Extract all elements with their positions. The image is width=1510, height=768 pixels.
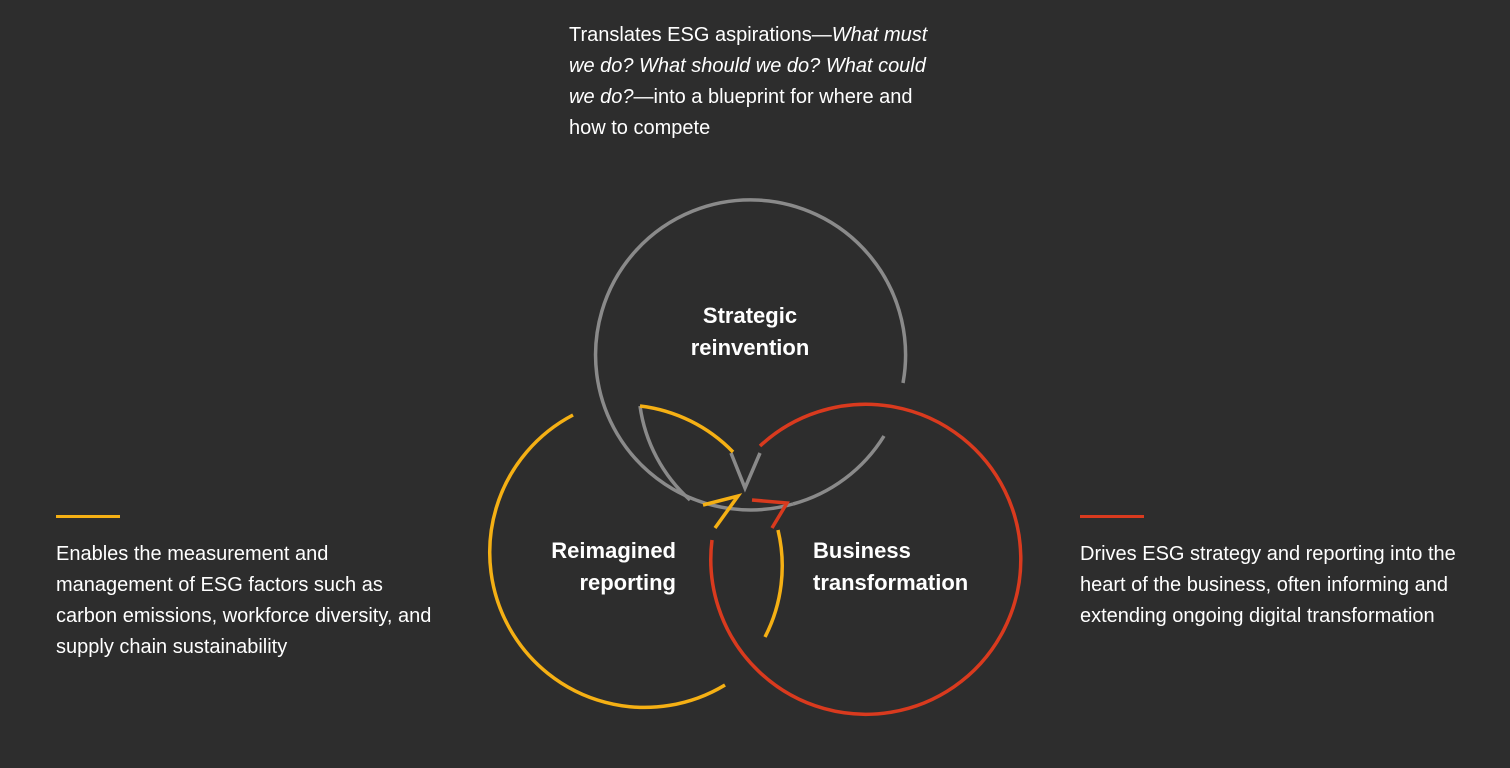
reimagined-reporting-label: Reimagined reporting: [476, 535, 676, 599]
reporting-circle-right: [763, 529, 784, 638]
business-description: Drives ESG strategy and reporting into t…: [1080, 543, 1456, 627]
strategic-circle-tail: [792, 435, 886, 506]
reporting-circle-arc: [488, 413, 726, 710]
business-arrow-icon: [751, 498, 790, 529]
strategic-description-tail: —into a blueprint for where and how to c…: [569, 86, 913, 139]
reporting-accent-line: [56, 515, 120, 518]
strategic-description-lead: Translates ESG aspirations—: [569, 24, 832, 46]
strategic-description-questions: What must we do? What should we do? What…: [569, 24, 928, 108]
reporting-label-line1: Reimagined: [551, 538, 676, 563]
strategic-label-line2: reinvention: [690, 335, 810, 360]
business-label-line1: Business: [813, 538, 911, 563]
reporting-label-line2: reporting: [579, 570, 676, 595]
reporting-circle-inner: [639, 404, 735, 454]
strategic-circle-arc: [593, 198, 908, 512]
reporting-arrow-icon: [702, 493, 743, 530]
strategic-label-line1: Strategic: [702, 303, 798, 328]
strategic-circle-arc-inner: [638, 405, 692, 502]
business-circle-arc: [709, 402, 1023, 716]
business-transformation-label: Business transformation: [813, 535, 1033, 599]
reporting-description: Enables the measurement and management o…: [56, 543, 432, 658]
strategic-description: Translates ESG aspirations—What must we …: [569, 20, 949, 144]
strategic-reinvention-label: Strategic reinvention: [650, 300, 850, 364]
business-label-line2: transformation: [813, 570, 969, 595]
strategic-arrow-icon: [729, 452, 762, 493]
business-accent-line: [1080, 515, 1144, 518]
